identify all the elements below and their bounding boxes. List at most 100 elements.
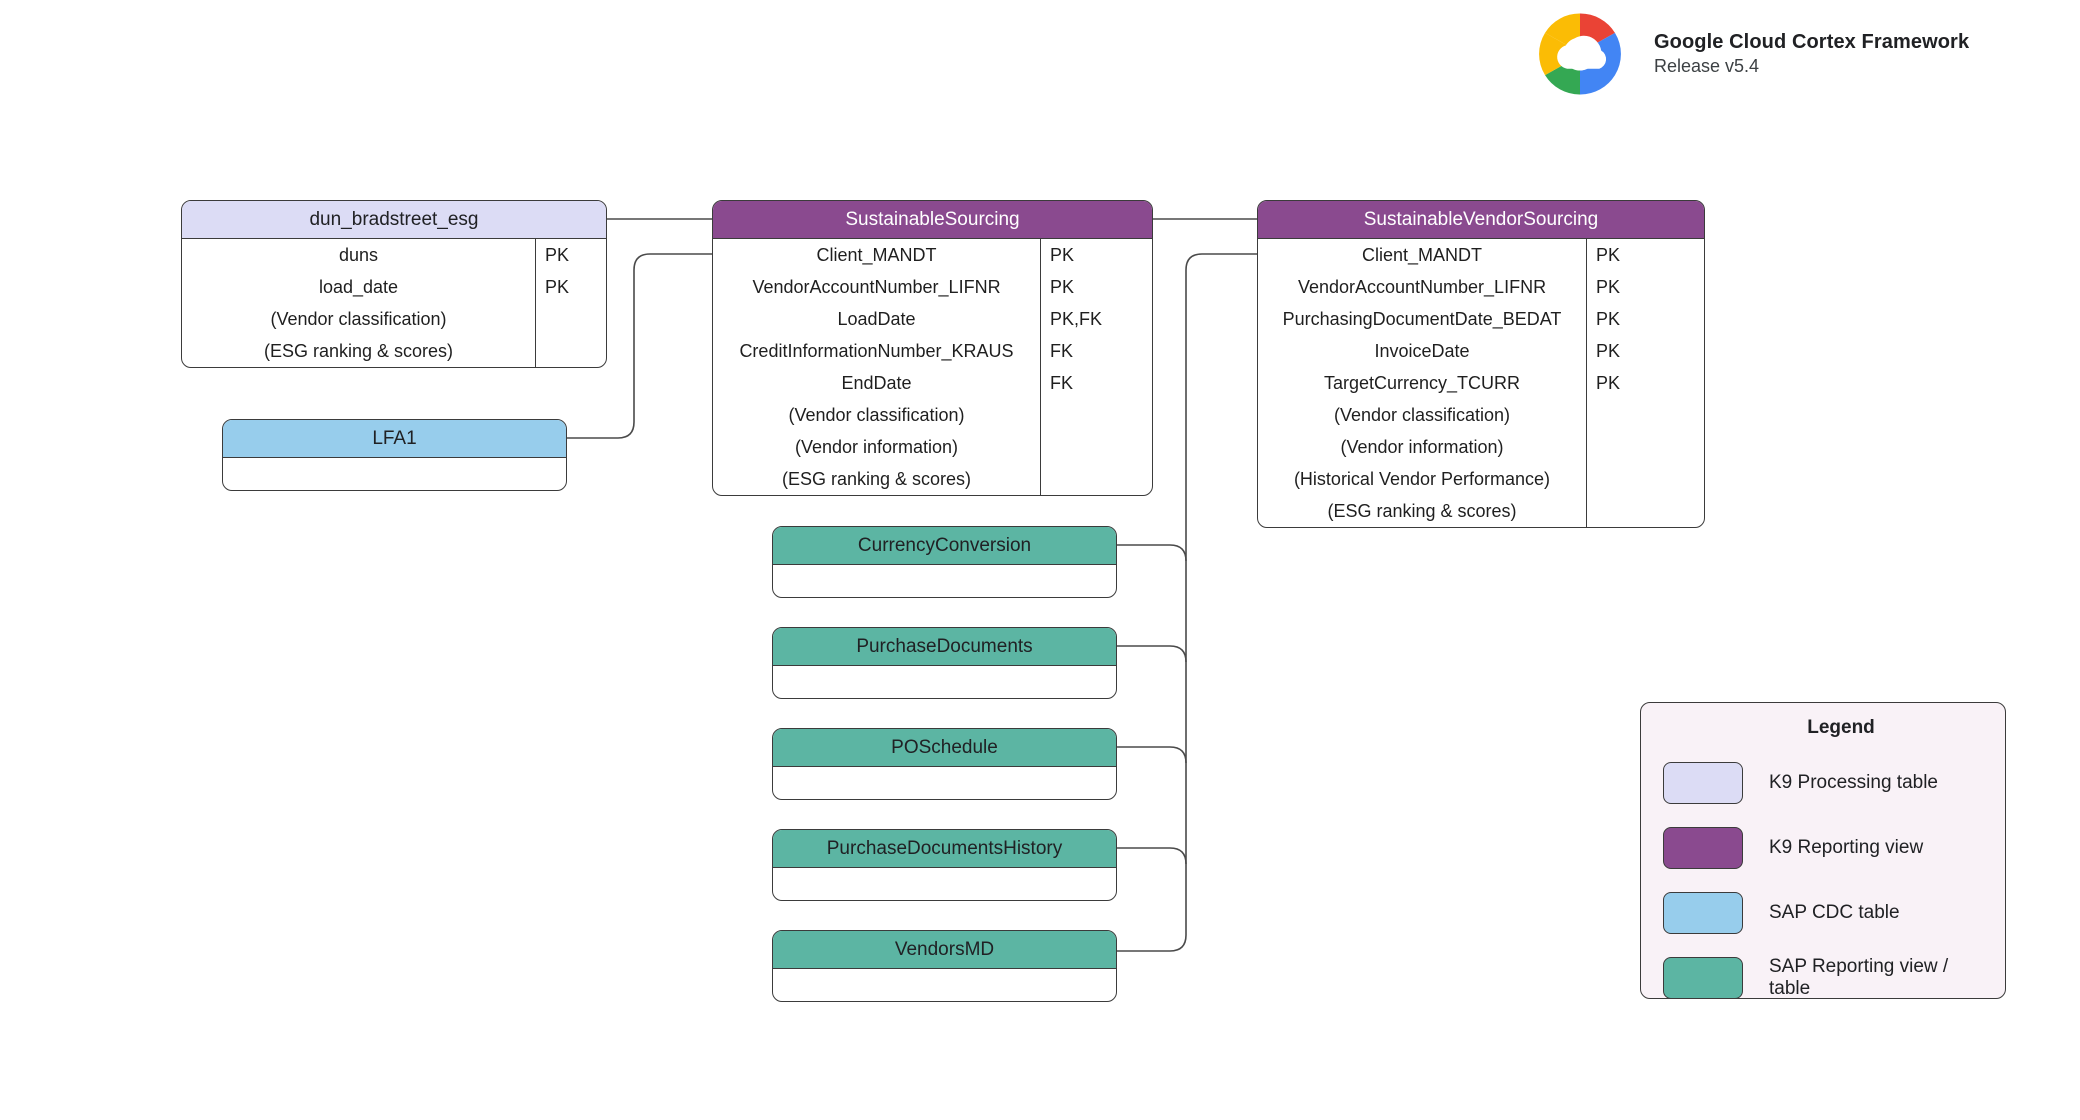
field-column: duns load_date (Vendor classification) (… — [182, 239, 535, 367]
field-column — [773, 969, 1116, 1001]
legend-swatch-icon — [1663, 762, 1743, 804]
key-cell — [1587, 431, 1704, 463]
entity-currency-conversion[interactable]: CurrencyConversion — [772, 526, 1117, 598]
entity-dun-bradstreet-esg[interactable]: dun_bradstreet_esg duns load_date (Vendo… — [181, 200, 607, 368]
entity-lfa1[interactable]: LFA1 — [222, 419, 567, 491]
entity-body: duns load_date (Vendor classification) (… — [182, 239, 606, 367]
entity-vendors-md[interactable]: VendorsMD — [772, 930, 1117, 1002]
entity-body — [773, 666, 1116, 698]
entity-body: Client_MANDT VendorAccountNumber_LIFNR L… — [713, 239, 1152, 495]
legend-item-k9-reporting-view: K9 Reporting view — [1663, 826, 1991, 870]
entity-header-purchase-documents-history: PurchaseDocumentsHistory — [773, 830, 1116, 868]
field-row: load_date — [318, 277, 399, 297]
wire-lfa1-to-sustainablesourcing — [567, 253, 712, 439]
field-row: duns — [338, 245, 379, 265]
key-cell — [1041, 463, 1152, 495]
field-row: VendorAccountNumber_LIFNR — [752, 277, 1001, 297]
entity-body — [773, 767, 1116, 799]
key-cell: PK — [1596, 341, 1621, 361]
key-cell: PK — [1050, 277, 1075, 297]
field-column: Client_MANDT VendorAccountNumber_LIFNR P… — [1258, 239, 1586, 527]
entity-po-schedule[interactable]: POSchedule — [772, 728, 1117, 800]
wire-poschedule-to-bus — [1116, 746, 1187, 764]
entity-header-currency-conversion: CurrencyConversion — [773, 527, 1116, 565]
brand-title: Google Cloud Cortex Framework — [1654, 30, 1970, 53]
wire-purchasedocuments-to-bus — [1116, 645, 1187, 663]
legend-item-label: K9 Processing table — [1769, 772, 1938, 793]
field-row: (Vendor information) — [794, 437, 959, 457]
field-row: Client_MANDT — [1361, 245, 1483, 265]
entity-sustainable-vendor-sourcing[interactable]: SustainableVendorSourcing Client_MANDT V… — [1257, 200, 1705, 528]
legend-title: Legend — [1807, 717, 1875, 738]
field-row-empty — [773, 868, 1116, 900]
entity-body — [773, 969, 1116, 1001]
field-row: (ESG ranking & scores) — [263, 341, 454, 361]
key-cell — [536, 335, 606, 367]
field-row: InvoiceDate — [1374, 341, 1470, 361]
legend-item-k9-processing-table: K9 Processing table — [1663, 761, 1991, 805]
entity-header-po-schedule: POSchedule — [773, 729, 1116, 767]
field-row: (Historical Vendor Performance) — [1293, 469, 1551, 489]
key-cell: PK — [545, 245, 570, 265]
legend-item-label: K9 Reporting view — [1769, 837, 1924, 858]
entity-purchase-documents[interactable]: PurchaseDocuments — [772, 627, 1117, 699]
field-column — [223, 458, 566, 490]
field-column — [773, 767, 1116, 799]
entity-purchase-documents-history[interactable]: PurchaseDocumentsHistory — [772, 829, 1117, 901]
key-cell — [1587, 495, 1704, 527]
key-cell — [1041, 431, 1152, 463]
entity-body — [773, 565, 1116, 597]
entity-body — [773, 868, 1116, 900]
legend-item-sap-cdc-table: SAP CDC table — [1663, 891, 1991, 935]
key-cell: FK — [1050, 341, 1074, 361]
field-row-empty — [773, 767, 1116, 799]
key-cell: PK — [1596, 277, 1621, 297]
wire-purchasedocumentshistory-to-bus — [1116, 847, 1187, 865]
key-cell: FK — [1050, 373, 1074, 393]
entity-body: Client_MANDT VendorAccountNumber_LIFNR P… — [1258, 239, 1704, 527]
google-cloud-logo-icon — [1539, 13, 1621, 95]
legend-item-label: SAP CDC table — [1769, 902, 1900, 923]
field-row: CreditInformationNumber_KRAUS — [739, 341, 1014, 361]
field-row: LoadDate — [837, 309, 916, 329]
key-cell: PK — [1596, 245, 1621, 265]
key-cell — [1587, 399, 1704, 431]
entity-header-lfa1: LFA1 — [223, 420, 566, 458]
legend-swatch-icon — [1663, 892, 1743, 934]
field-row: (Vendor information) — [1340, 437, 1504, 457]
key-cell: PK,FK — [1050, 309, 1103, 329]
entity-header-sustainable-vendor-sourcing: SustainableVendorSourcing — [1258, 201, 1704, 239]
entity-body — [223, 458, 566, 490]
wire-bus-vendorsourcing-to-vendorsmd — [1116, 253, 1257, 952]
key-cell: PK — [545, 277, 570, 297]
key-cell — [536, 303, 606, 335]
legend-item-label: SAP Reporting view / table — [1769, 956, 1949, 999]
field-row: (ESG ranking & scores) — [781, 469, 972, 489]
key-cell: PK — [1596, 309, 1621, 329]
entity-header-vendors-md: VendorsMD — [773, 931, 1116, 969]
field-row-empty — [773, 969, 1116, 1001]
field-row-empty — [223, 458, 566, 490]
field-row: (Vendor classification) — [788, 405, 965, 425]
field-row: EndDate — [841, 373, 912, 393]
field-row: (Vendor classification) — [1333, 405, 1511, 425]
entity-sustainable-sourcing[interactable]: SustainableSourcing Client_MANDT VendorA… — [712, 200, 1153, 496]
wire-currencyconversion-to-bus — [1116, 544, 1187, 562]
brand-release: Release v5.4 — [1654, 56, 1760, 77]
key-cell — [1587, 463, 1704, 495]
legend-panel: Legend K9 Processing table K9 Reporting … — [1640, 702, 2006, 999]
field-row: VendorAccountNumber_LIFNR — [1297, 277, 1547, 297]
field-column — [773, 666, 1116, 698]
entity-header-purchase-documents: PurchaseDocuments — [773, 628, 1116, 666]
field-row-empty — [773, 666, 1116, 698]
entity-header-dun-bradstreet-esg: dun_bradstreet_esg — [182, 201, 606, 239]
field-row: Client_MANDT — [816, 245, 937, 265]
legend-item-sap-reporting-view: SAP Reporting view / table — [1663, 956, 1991, 1000]
key-cell: PK — [1596, 373, 1621, 393]
field-row: PurchasingDocumentDate_BEDAT — [1282, 309, 1562, 329]
field-column — [773, 868, 1116, 900]
legend-swatch-icon — [1663, 957, 1743, 999]
key-column: PK PK PK,FK FK FK — [1040, 239, 1152, 495]
